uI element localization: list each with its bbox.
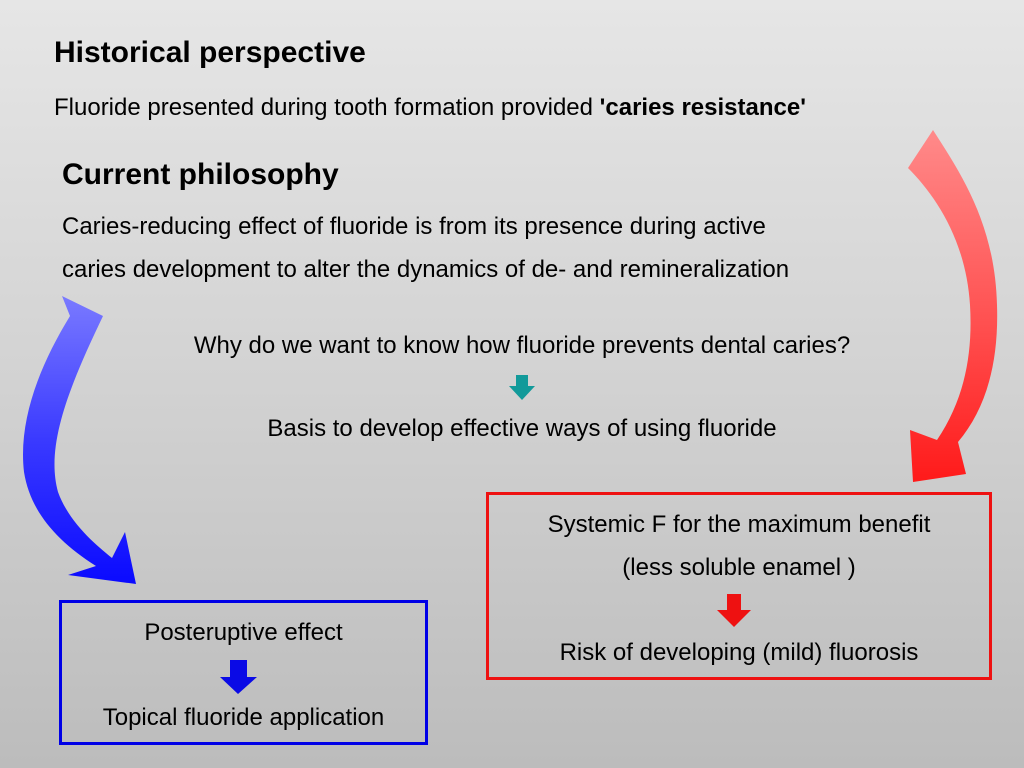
current-philosophy-line-1: Caries-reducing effect of fluoride is fr… [62,213,766,240]
current-philosophy-title: Current philosophy [62,158,339,191]
historical-perspective-title: Historical perspective [54,36,366,69]
systemic-box-result: Risk of developing (mild) fluorosis [559,639,919,666]
systemic-box-line-2: (less soluble enamel ) [622,554,856,581]
red-down-arrow-icon [717,594,751,627]
red-curved-arrow-icon [908,130,998,482]
systemic-box-line-1: Systemic F for the maximum benefit [547,511,931,538]
systemic-fluoride-box: Systemic F for the maximum benefit (less… [486,492,992,680]
historical-text-prefix: Fluoride presented during tooth formatio… [54,94,600,121]
basis-text: Basis to develop effective ways of using… [267,415,777,442]
question-text: Why do we want to know how fluoride prev… [193,332,851,359]
historical-perspective-text: Fluoride presented during tooth formatio… [54,94,806,122]
blue-down-arrow-icon [220,660,257,694]
caries-resistance-emphasis: 'caries resistance' [599,94,806,121]
topical-box-result: Topical fluoride application [102,704,385,731]
teal-down-arrow-icon [509,375,535,400]
topical-box-line-1: Posteruptive effect [144,619,343,646]
topical-fluoride-box: Posteruptive effect Topical fluoride app… [59,600,428,745]
current-philosophy-line-2: caries development to alter the dynamics… [62,256,790,283]
blue-curved-arrow-icon [23,296,137,584]
